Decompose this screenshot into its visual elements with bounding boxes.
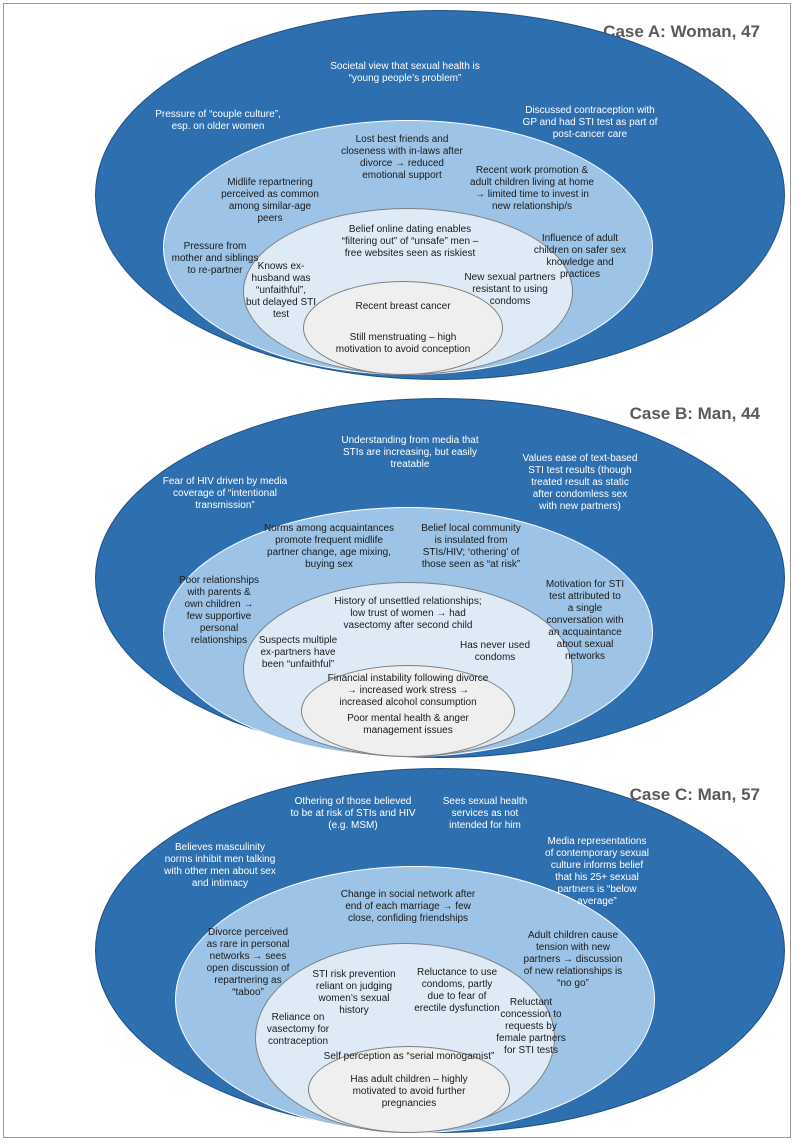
case-b-community-factor: Norms among acquaintances promote freque… <box>263 523 395 570</box>
case-a-community-factor: Recent work promotion & adult children l… <box>470 165 594 212</box>
case-c-title: Case C: Man, 57 <box>629 785 760 804</box>
case-c-interpersonal-factor: Reluctance to use condoms, partly due to… <box>414 967 500 1014</box>
case-a-outer-factor: Pressure of “couple culture”, esp. on ol… <box>155 109 281 132</box>
case-c-outer-factor: Othering of those believed to be at risk… <box>290 796 416 831</box>
case-a-community-factor: Pressure from mother and siblings to re-… <box>171 241 259 276</box>
case-a-individual-factor: Recent breast cancer <box>355 301 451 312</box>
case-b-outer-factor: Values ease of text-based STI test resul… <box>522 453 638 512</box>
case-a-individual-factor: Still menstruating – high motivation to … <box>335 332 471 355</box>
case-b-title: Case B: Man, 44 <box>629 404 760 423</box>
case-c-outer-factor: Media representations of contemporary se… <box>545 836 649 907</box>
case-a-community-factor: Midlife repartnering perceived as common… <box>221 177 319 224</box>
case-b: Case B: Man, 44 Understanding from media… <box>0 382 796 762</box>
case-b-interpersonal-factor: Suspects multiple ex-partners have been … <box>258 635 338 670</box>
case-a-outer-factor: Societal view that sexual health is “you… <box>330 61 480 84</box>
case-b-outer-factor: Fear of HIV driven by media coverage of … <box>162 476 288 511</box>
case-c-community-factor: Change in social network after end of ea… <box>340 889 476 924</box>
case-b-community-factor: Motivation for STI test attributed to a … <box>545 579 625 662</box>
case-a-interpersonal-factor: Knows ex- husband was “unfaithful”, but … <box>245 261 317 320</box>
case-c-interpersonal-factor: Reluctant concession to requests by fema… <box>496 997 566 1056</box>
case-b-individual-factor: Financial instability following divorce … <box>327 673 489 708</box>
case-c: Case C: Man, 57 Othering of those believ… <box>0 763 796 1143</box>
case-c-individual-factor: Self perception as “serial monogamist” <box>323 1051 495 1062</box>
case-c-outer-factor: Sees sexual health services as not inten… <box>442 796 528 831</box>
case-b-community-factor: Belief local community is insulated from… <box>421 523 521 570</box>
case-b-interpersonal-factor: Has never used condoms <box>459 640 531 663</box>
case-a-interpersonal-factor: New sexual partners resistant to using c… <box>464 272 556 307</box>
case-b-community-factor: Poor relationships with parents & own ch… <box>178 575 260 646</box>
case-b-interpersonal-factor: History of unsettled relationships; low … <box>334 596 482 631</box>
case-a-individual-ellipse <box>303 281 503 375</box>
case-a-community-factor: Lost best friends and closeness with in-… <box>341 134 463 181</box>
case-c-individual-factor: Has adult children – highly motivated to… <box>350 1074 468 1109</box>
case-a-community-factor: Influence of adult children on safer sex… <box>533 233 627 280</box>
case-c-community-factor: Divorce perceived as rare in personal ne… <box>206 927 290 998</box>
figure-frame <box>3 3 791 1138</box>
case-c-community-factor: Adult children cause tension with new pa… <box>523 930 623 989</box>
case-b-outer-factor: Understanding from media that STIs are i… <box>341 435 479 470</box>
case-c-interpersonal-factor: Reliance on vasectomy for contraception <box>266 1012 330 1047</box>
case-a: Case A: Woman, 47 Societal view that sex… <box>0 0 796 380</box>
case-c-interpersonal-factor: STI risk prevention reliant on judging w… <box>312 969 396 1016</box>
case-a-outer-factor: Discussed contraception with GP and had … <box>522 105 658 140</box>
case-a-interpersonal-factor: Belief online dating enables “filtering … <box>341 224 479 259</box>
case-c-outer-factor: Believes masculinity norms inhibit men t… <box>164 842 276 889</box>
case-a-title: Case A: Woman, 47 <box>603 22 760 41</box>
case-c-individual-ellipse <box>308 1046 510 1133</box>
case-b-individual-factor: Poor mental health & anger management is… <box>347 713 469 736</box>
case-b-individual-ellipse <box>301 665 515 757</box>
